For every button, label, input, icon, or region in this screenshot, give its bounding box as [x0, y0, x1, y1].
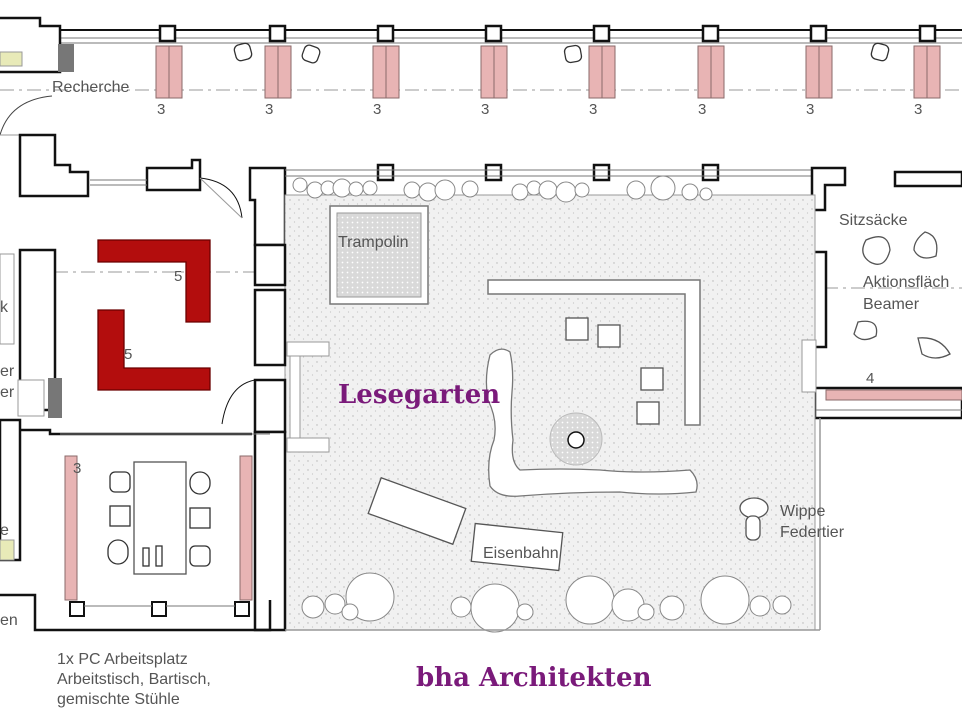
wippe-shape	[739, 497, 769, 541]
beanbags	[853, 231, 951, 359]
wall-pier	[58, 44, 74, 72]
top-bushes	[292, 175, 713, 203]
note-line-3: gemischte Stühle	[57, 691, 180, 708]
edge-fragment-d: e	[0, 522, 9, 539]
label-eisenbahn: Eisenbahn	[483, 545, 559, 562]
label-federtier: Federtier	[780, 524, 845, 541]
seat-count-2: 3	[265, 101, 274, 118]
seat-count-3: 3	[373, 101, 382, 118]
footer-brand: bha Architekten	[416, 663, 652, 693]
shelf-count-upper: 5	[174, 268, 183, 285]
work-room-note: 1x PC Arbeitsplatz Arbeitstisch, Bartisc…	[57, 650, 211, 710]
yellow-block-top	[0, 51, 23, 67]
work-room-windows	[69, 601, 250, 617]
bottom-bushes	[301, 572, 792, 633]
right-room-walls	[810, 166, 962, 420]
sandbox	[485, 348, 698, 497]
seat-count-5: 3	[589, 101, 598, 118]
garden-top-wall	[285, 169, 820, 177]
top-column-squares	[158, 24, 937, 43]
room-label-lesegarten: Lesegarten	[338, 380, 501, 410]
eisenbahn-block-2	[470, 522, 564, 572]
label-aktionsflaeche: Aktionsfläch	[863, 274, 950, 291]
yellow-block-bottom	[0, 539, 15, 561]
garden-left-bench	[286, 341, 330, 453]
seat-count-7: 3	[806, 101, 815, 118]
work-room-count: 3	[73, 460, 82, 477]
left-wall-pier	[48, 378, 62, 418]
red-shelf-upper	[97, 239, 211, 323]
eisenbahn-block-1	[367, 476, 467, 546]
seat-count-8: 3	[914, 101, 923, 118]
right-room-count: 4	[866, 370, 875, 387]
seat-count-4: 3	[481, 101, 490, 118]
note-line-2: Arbeitstisch, Bartisch,	[57, 671, 211, 688]
top-chairs	[233, 42, 890, 64]
label-wippe: Wippe	[780, 503, 826, 520]
left-shelf	[0, 253, 15, 345]
top-benches	[155, 45, 941, 99]
garden-small-tables	[565, 317, 664, 425]
edge-fragment-c: er	[0, 384, 15, 401]
shelf-count-lower: 5	[124, 346, 133, 363]
seat-count-1: 3	[157, 101, 166, 118]
work-room-bench-left	[64, 455, 78, 601]
label-beamer: Beamer	[863, 296, 920, 313]
right-room-bench	[825, 389, 962, 401]
trampolin-mat	[336, 212, 422, 298]
note-line-1: 1x PC Arbeitsplatz	[57, 651, 188, 668]
edge-fragment-a: k	[0, 299, 8, 316]
right-room-door	[801, 339, 817, 393]
garden-left-wall	[253, 243, 287, 632]
label-sitzsaecke: Sitzsäcke	[839, 212, 908, 229]
room-label-recherche: Recherche	[52, 79, 130, 96]
label-trampolin: Trampolin	[338, 234, 409, 251]
garden-shelf	[487, 279, 701, 426]
work-room-bench-right	[239, 455, 253, 601]
edge-fragment-b: er	[0, 363, 15, 380]
door-swing	[221, 379, 256, 425]
seat-count-6: 3	[698, 101, 707, 118]
middle-walls	[18, 133, 287, 247]
work-room-chairs	[107, 471, 211, 567]
left-cabinet	[17, 379, 45, 417]
center-post	[567, 431, 585, 449]
red-shelf-lower	[97, 309, 211, 391]
edge-fragment-e: en	[0, 612, 18, 629]
